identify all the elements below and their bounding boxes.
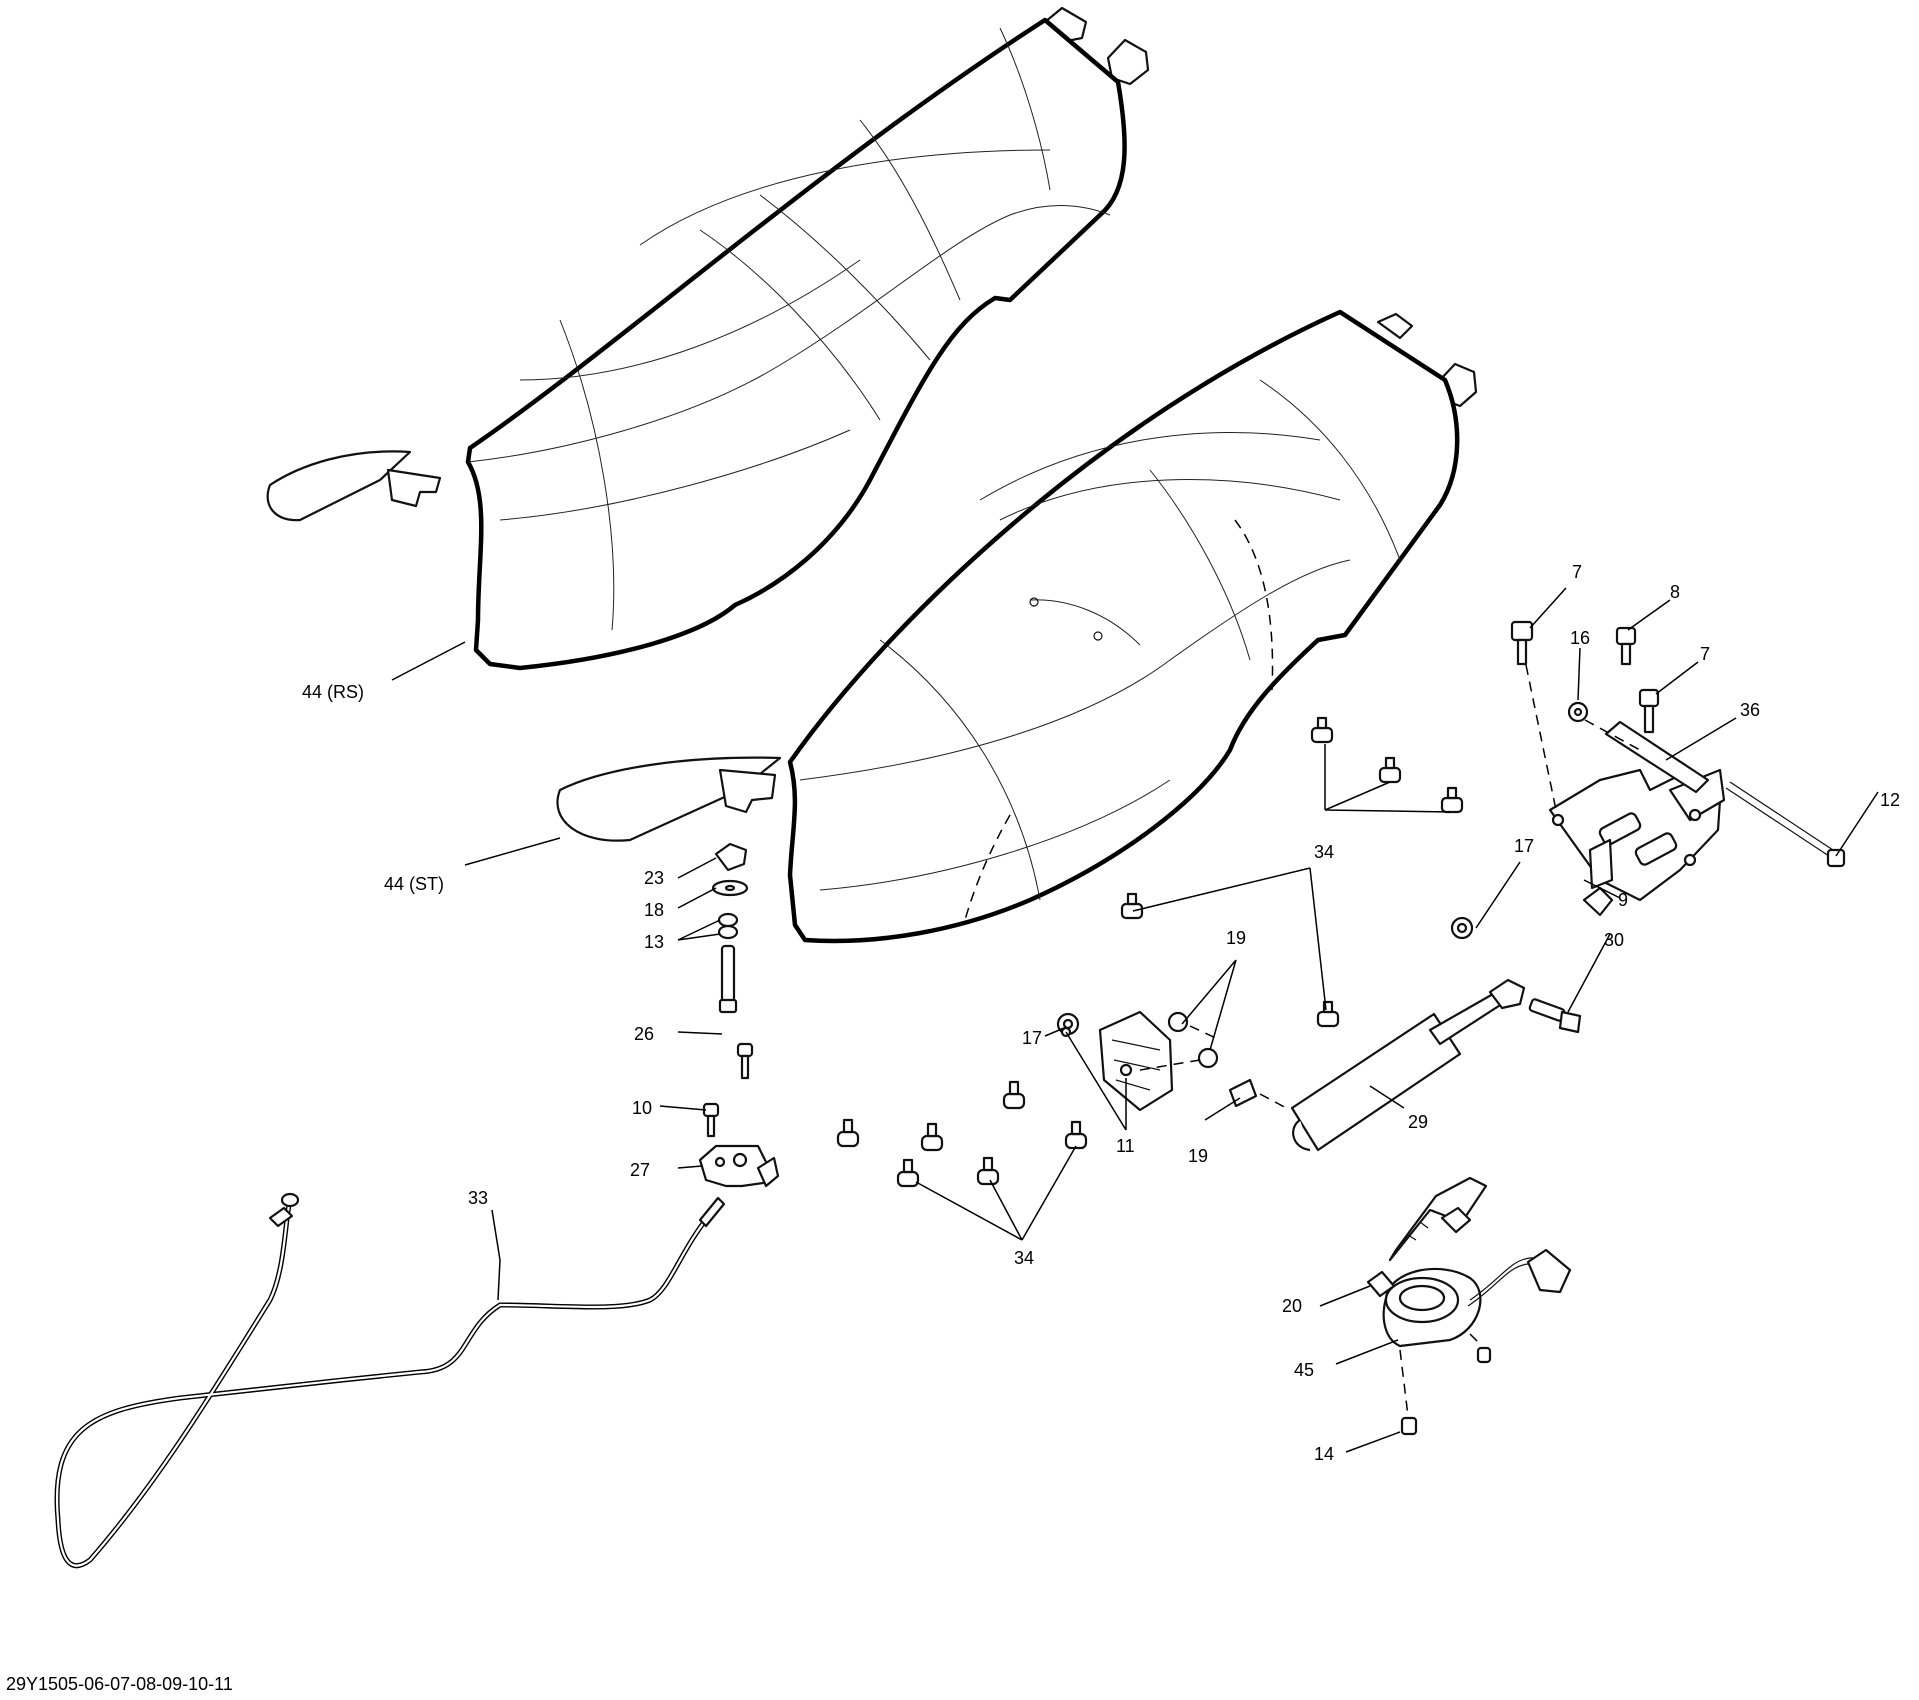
document-id: 29Y1505-06-07-08-09-10-11 [6, 1674, 233, 1694]
callout-34-upper: 34 [1314, 842, 1334, 862]
buzzer-assembly [1366, 1176, 1572, 1436]
callout-9: 9 [1618, 890, 1628, 910]
callout-labels: 44 (RS) 44 (ST) 7 8 16 7 36 12 34 17 9 3… [302, 562, 1900, 1464]
latch-assembly [1056, 1010, 1258, 1112]
callout-12: 12 [1880, 790, 1900, 810]
callout-13: 13 [644, 932, 664, 952]
callout-10: 10 [632, 1098, 652, 1118]
callout-45: 45 [1294, 1360, 1314, 1380]
callout-30: 30 [1604, 930, 1624, 950]
callout-44-rs: 44 (RS) [302, 682, 364, 702]
callout-34-lower: 34 [1014, 1248, 1034, 1268]
callout-18: 18 [644, 900, 664, 920]
callout-14: 14 [1314, 1444, 1334, 1464]
callout-16: 16 [1570, 628, 1590, 648]
rear-bracket-assembly [1510, 620, 1846, 917]
striker-assembly [698, 842, 780, 1188]
callout-27: 27 [630, 1160, 650, 1180]
bumpers-upper [1120, 716, 1464, 1028]
callout-17-left: 17 [1022, 1028, 1042, 1048]
callout-44-st: 44 (ST) [384, 874, 444, 894]
callout-26: 26 [634, 1024, 654, 1044]
release-cable [54, 1192, 726, 1569]
callout-7-lower: 7 [1700, 644, 1710, 664]
gas-spring [1259, 916, 1582, 1152]
callout-7-upper: 7 [1572, 562, 1582, 582]
seat-st [556, 309, 1478, 944]
seat-rs [266, 6, 1150, 671]
callout-8: 8 [1670, 582, 1680, 602]
callout-29: 29 [1408, 1112, 1428, 1132]
callout-19-upper: 19 [1226, 928, 1246, 948]
bumpers-lower [836, 1080, 1088, 1188]
callout-11: 11 [1116, 1136, 1135, 1156]
callout-20: 20 [1282, 1296, 1302, 1316]
callout-23: 23 [644, 868, 664, 888]
callout-36: 36 [1740, 700, 1760, 720]
callout-33: 33 [468, 1188, 488, 1208]
callout-17-right: 17 [1514, 836, 1534, 856]
callout-19-lower: 19 [1188, 1146, 1208, 1166]
leader-lines [391, 587, 1879, 1453]
